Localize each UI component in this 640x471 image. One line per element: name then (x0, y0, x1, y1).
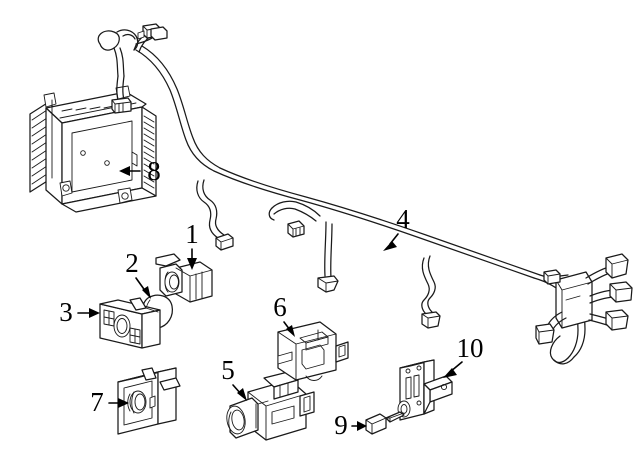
callout-5-label: 5 (221, 355, 235, 385)
callout-8-label: 8 (147, 156, 161, 186)
callout-3-label: 3 (59, 297, 73, 327)
part-control-module[interactable] (29, 85, 157, 213)
callout-10[interactable]: 10 (443, 333, 484, 378)
callout-7-label: 7 (90, 387, 104, 417)
callout-1[interactable]: 1 (185, 219, 199, 270)
callout-4-label: 4 (396, 204, 410, 234)
part-front-view-camera[interactable] (225, 371, 315, 441)
callout-6-label: 6 (273, 292, 287, 322)
callout-3[interactable]: 3 (59, 297, 100, 327)
callout-5[interactable]: 5 (221, 355, 247, 401)
callout-8[interactable]: 8 (119, 156, 161, 186)
callout-9[interactable]: 9 (334, 410, 367, 440)
callout-2[interactable]: 2 (125, 248, 151, 299)
part-park-assist-sensor[interactable] (155, 253, 213, 303)
callout-6[interactable]: 6 (273, 292, 295, 337)
part-mounting-screw[interactable] (365, 411, 405, 435)
callout-9-label: 9 (334, 410, 348, 440)
callout-1-label: 1 (185, 219, 199, 249)
part-camera-mounting-bracket[interactable] (397, 359, 453, 421)
callout-10-label: 10 (457, 333, 484, 363)
callout-2-label: 2 (125, 248, 139, 278)
callout-4[interactable]: 4 (383, 204, 410, 251)
part-sensor-mount-plate[interactable] (117, 367, 181, 435)
part-camera-mount-housing[interactable] (277, 321, 349, 381)
part-bumper-wire-harness[interactable] (97, 23, 633, 365)
callout-7[interactable]: 7 (90, 387, 129, 417)
part-sensor-retainer-bracket[interactable] (99, 297, 161, 349)
